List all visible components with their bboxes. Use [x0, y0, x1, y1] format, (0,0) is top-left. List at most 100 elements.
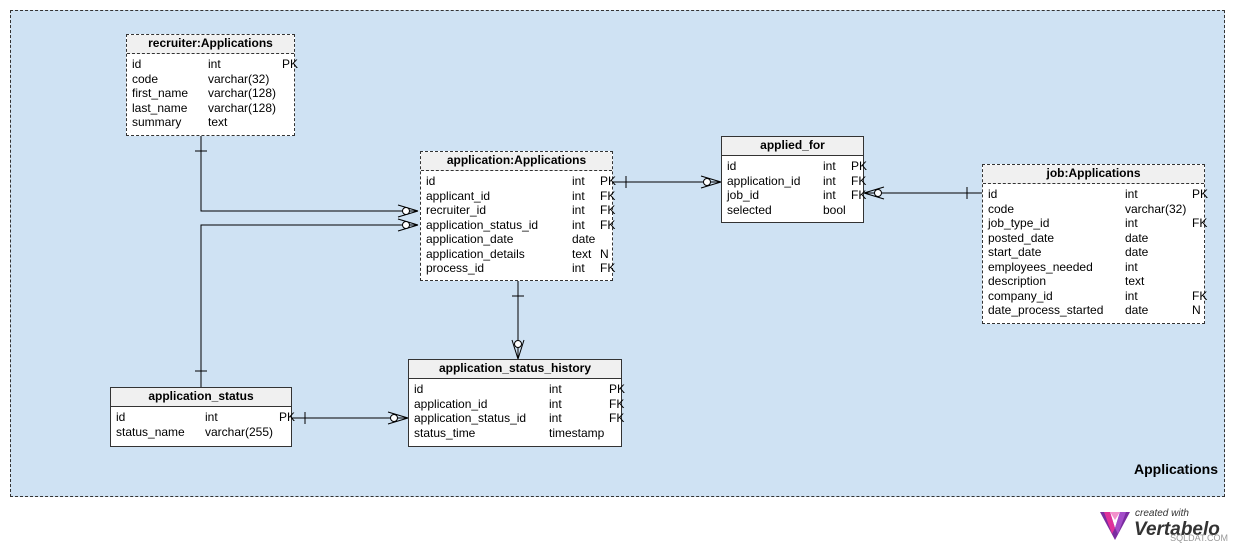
table-row[interactable]: id int PK	[426, 174, 616, 189]
column-type: date	[572, 232, 596, 246]
column-type: int	[823, 188, 836, 202]
column-name: application_id	[727, 173, 801, 188]
column-type: bool	[823, 202, 846, 217]
subject-area-label: Applications	[1133, 461, 1218, 477]
column-flag: FK	[1192, 216, 1208, 230]
column-flag: FK	[609, 411, 625, 425]
table-row[interactable]: job_type_id int FK	[988, 216, 1207, 231]
column-name: recruiter_id	[426, 203, 487, 217]
column-flag: FK	[600, 261, 616, 275]
created-with-text: created with	[1135, 508, 1189, 519]
column-name: first_name	[132, 86, 189, 100]
column-type: int	[1125, 288, 1138, 303]
column-type: int	[1125, 259, 1138, 274]
column-type: int	[549, 411, 562, 425]
table-title: application:Applications	[421, 152, 612, 171]
column-name: process_id	[426, 261, 485, 275]
column-name: job_id	[727, 188, 760, 202]
column-name: applicant_id	[426, 188, 491, 203]
column-type: int	[823, 159, 836, 173]
column-name: id	[727, 159, 737, 173]
column-flag: N	[600, 246, 609, 261]
column-type: int	[572, 174, 585, 188]
column-name: id	[988, 187, 998, 201]
column-name: last_name	[132, 100, 188, 115]
column-type: varchar(255)	[205, 424, 274, 439]
column-flag: FK	[1192, 288, 1208, 303]
table-row[interactable]: process_id int FK	[426, 261, 615, 276]
column-name: status_time	[414, 425, 476, 440]
column-flag: FK	[851, 173, 867, 188]
column-name: application_status_id	[426, 217, 539, 232]
rel-status-history[interactable]	[291, 411, 409, 425]
column-flag: FK	[851, 188, 867, 202]
column-name: id	[414, 382, 424, 396]
column-flag: PK	[1192, 187, 1209, 201]
column-type: varchar(32)	[208, 71, 270, 86]
column-type: int	[549, 396, 562, 411]
column-type: int	[549, 382, 562, 396]
column-type: date	[1125, 230, 1149, 245]
column-name: code	[988, 201, 1015, 216]
rel-application-appliedfor[interactable]	[613, 175, 722, 189]
rel-application-history[interactable]	[511, 281, 525, 360]
rel-job-appliedfor[interactable]	[863, 186, 983, 200]
column-type: int	[208, 57, 221, 71]
column-flag: PK	[609, 382, 626, 396]
column-name: description	[988, 274, 1047, 288]
column-type: int	[572, 261, 585, 275]
column-name: job_type_id	[988, 216, 1050, 230]
table-row[interactable]: job_id int FK	[727, 188, 866, 203]
column-flag: PK	[279, 410, 296, 424]
column-type: int	[1125, 216, 1138, 230]
column-flag: PK	[600, 174, 617, 188]
column-name: summary	[132, 115, 182, 129]
watermark: SQLDAT.COM	[1170, 533, 1228, 543]
column-name: application_id	[414, 396, 488, 411]
column-type: int	[572, 203, 585, 217]
column-flag: N	[1192, 303, 1201, 317]
column-type: varchar(128)	[208, 100, 277, 115]
table-row[interactable]: employees_needed int	[988, 260, 1199, 275]
rel-status-application[interactable]	[195, 218, 419, 387]
table-row[interactable]: id int PK	[414, 382, 625, 397]
column-name: employees_needed	[988, 259, 1093, 274]
vertabelo-logo: created with Vertabelo	[1098, 506, 1230, 544]
table-row[interactable]: last_name varchar(128)	[132, 101, 289, 116]
table-title: applied_for	[722, 137, 863, 156]
rel-recruiter-application[interactable]	[195, 136, 419, 218]
column-name: id	[426, 174, 436, 188]
column-type: int	[572, 217, 585, 232]
